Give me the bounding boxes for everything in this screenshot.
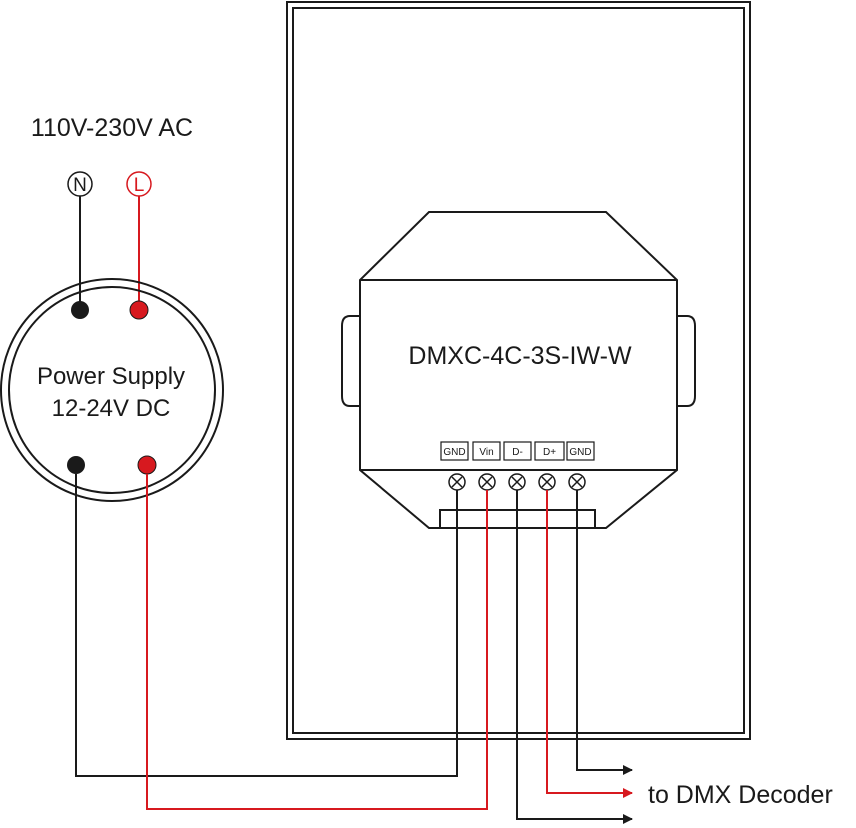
terminal-screw-vin — [478, 473, 496, 491]
ps-ac-l-dot — [129, 300, 149, 320]
ps-ac-n-dot — [71, 301, 89, 319]
terminal-screw-d-plus — [538, 473, 556, 491]
terminal-label-d-minus: D- — [512, 447, 523, 458]
dmx-d-plus-output-wire — [546, 490, 633, 798]
power-supply-voltage: 12-24V DC — [52, 395, 171, 422]
terminal-screw-d-minus — [508, 473, 526, 491]
dmx-gnd-output-wire — [576, 490, 633, 775]
gnd-wire — [75, 474, 458, 777]
terminal-block-labels: GND Vin D- D+ GND — [440, 441, 595, 461]
ps-dc-neg-dot — [67, 456, 85, 474]
power-supply: Power Supply 12-24V DC — [0, 278, 224, 502]
dmx-d-minus-output-wire — [516, 490, 633, 824]
ac-source-label: 110V-230V AC — [31, 114, 193, 142]
terminal-screws — [448, 473, 586, 491]
neutral-label: N — [73, 175, 87, 196]
wall-plate-frame — [286, 1, 751, 740]
live-label: L — [134, 175, 145, 196]
terminal-label-d-plus: D+ — [543, 447, 556, 458]
terminal-label-vin: Vin — [479, 447, 493, 458]
output-label: to DMX Decoder — [648, 781, 833, 809]
live-terminal: L — [126, 171, 152, 197]
ps-dc-pos-dot — [137, 455, 157, 475]
terminal-screw-gnd-2 — [568, 473, 586, 491]
terminal-label-gnd-1: GND — [443, 447, 465, 458]
neutral-terminal: N — [67, 171, 93, 197]
terminal-screw-gnd-1 — [448, 473, 466, 491]
vin-wire — [146, 474, 488, 810]
device-model: DMXC-4C-3S-IW-W — [408, 342, 632, 370]
terminal-label-gnd-2: GND — [569, 447, 591, 458]
power-supply-label: Power Supply — [37, 363, 185, 390]
